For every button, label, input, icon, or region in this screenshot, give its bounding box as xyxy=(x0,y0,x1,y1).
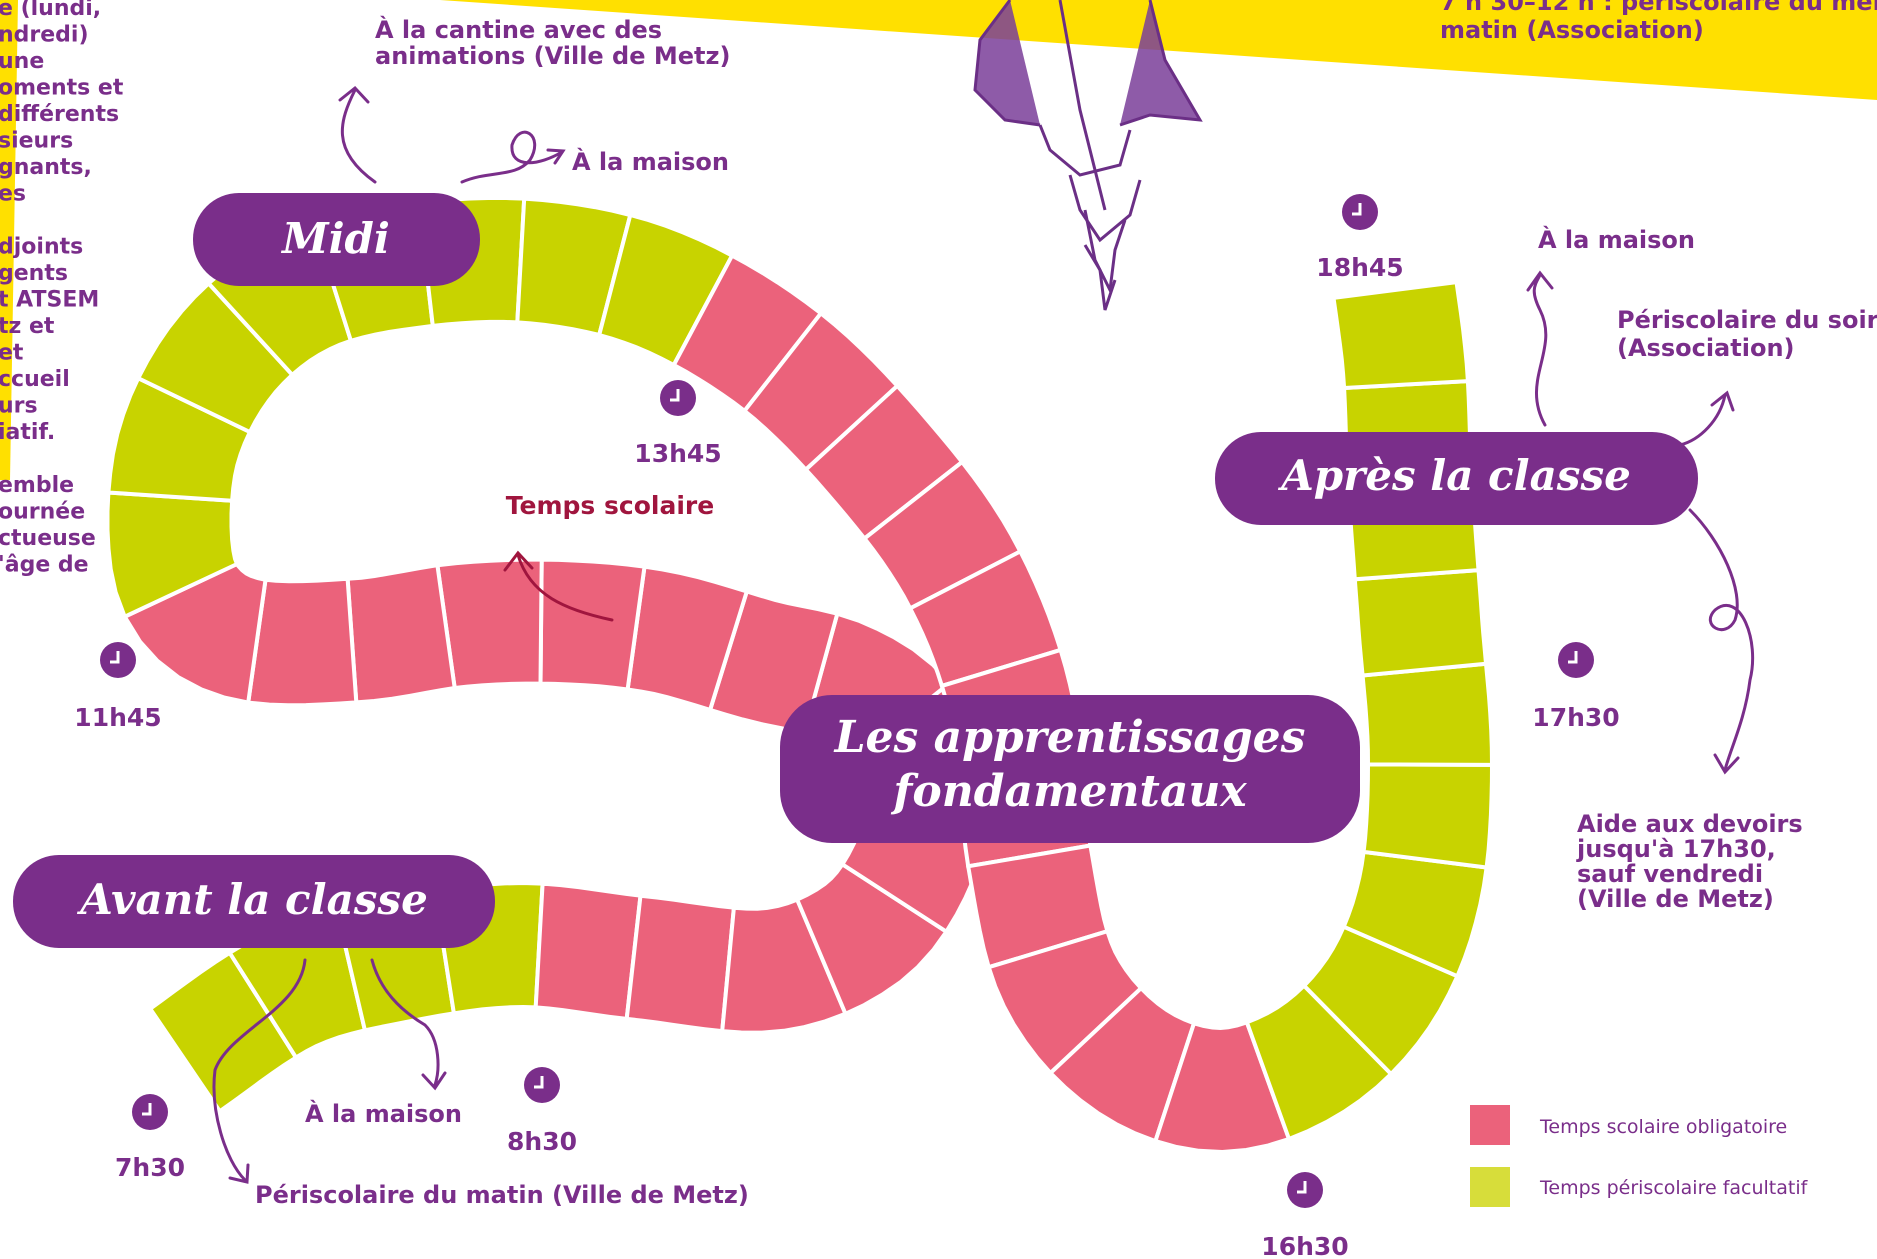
maison-matin-label: À la maison xyxy=(305,1099,462,1128)
track-tile xyxy=(538,557,647,692)
periscolaire-soir-label-1: Périscolaire du soir xyxy=(1617,306,1877,334)
clock-icon xyxy=(1558,642,1594,678)
section-title-midi: Midi xyxy=(280,214,390,263)
time-label: 17h30 xyxy=(1532,703,1619,732)
left-text-line: oments et xyxy=(0,76,124,101)
track-tile xyxy=(1360,661,1495,767)
legend-label-obligatoire: Temps scolaire obligatoire xyxy=(1539,1116,1787,1138)
left-text-line: e (lundi, xyxy=(0,0,101,21)
time-label: 11h45 xyxy=(74,703,161,732)
clock-icon xyxy=(132,1094,168,1130)
left-text-line: gents xyxy=(0,261,68,286)
legend: Temps scolaire obligatoire Temps périsco… xyxy=(1470,1105,1809,1207)
curly-arrow-icon xyxy=(1688,508,1755,775)
game-board-track xyxy=(105,196,1495,1155)
left-text-line: ournée xyxy=(0,500,85,525)
pill-avant: Avant la classe xyxy=(13,855,495,948)
time-label: 8h30 xyxy=(507,1127,577,1156)
maison-soir-label: À la maison xyxy=(1538,225,1695,254)
curly-arrow-icon xyxy=(370,958,447,1091)
left-text-line: tz et xyxy=(0,314,55,339)
clock-group: 11h45 13h45 18h45 17h30 7h30 8h30 16h30 xyxy=(74,194,1620,1259)
track-tile xyxy=(1352,567,1489,678)
legend-label-facultatif: Temps périscolaire facultatif xyxy=(1539,1177,1809,1199)
left-text-line: ndredi) xyxy=(0,23,89,48)
curly-arrow-icon xyxy=(1526,270,1554,427)
section-title-avant: Avant la classe xyxy=(76,875,428,924)
mercredi-text-line1: 7 h 30–12 h : périscolaire du mercredi xyxy=(1440,0,1877,16)
periscolaire-soir-label-2: (Association) xyxy=(1617,334,1795,362)
aide-devoirs-label-4: (Ville de Metz) xyxy=(1577,885,1774,913)
pill-apprentissages: Les apprentissages fondamentaux xyxy=(780,695,1360,843)
legend-swatch-facultatif xyxy=(1470,1167,1510,1207)
left-text-line: 'âge de xyxy=(0,553,89,578)
section-title-apprentissages-1: Les apprentissages xyxy=(833,712,1306,763)
track-tile xyxy=(1361,762,1495,870)
track-tile xyxy=(533,881,643,1022)
clock-icon xyxy=(100,642,136,678)
clock-icon xyxy=(524,1067,560,1103)
left-text-line: ctueuse xyxy=(0,526,96,551)
clock-icon xyxy=(660,380,696,416)
time-label: 13h45 xyxy=(634,439,721,468)
clock-icon xyxy=(1287,1172,1323,1208)
pill-midi: Midi xyxy=(193,193,480,286)
left-text-line: djoints xyxy=(0,235,83,260)
mercredi-text-line2: matin (Association) xyxy=(1440,16,1704,44)
left-text-line: urs xyxy=(0,394,38,419)
left-text-line: différents xyxy=(0,102,119,127)
time-label: 7h30 xyxy=(115,1153,185,1182)
cantine-label-2: animations (Ville de Metz) xyxy=(375,42,730,70)
curly-arrow-icon xyxy=(1678,390,1735,447)
curly-arrow-icon xyxy=(503,550,614,622)
arrows xyxy=(212,85,1755,1184)
curly-arrow-icon xyxy=(212,958,307,1184)
section-title-apprentissages-2: fondamentaux xyxy=(890,766,1247,817)
left-text-line: es xyxy=(0,182,26,207)
left-text-line: t ATSEM xyxy=(0,288,99,313)
left-text-line: et xyxy=(0,341,24,366)
left-text-line: gnants, xyxy=(0,155,92,180)
aide-devoirs-label-3: sauf vendredi xyxy=(1577,860,1763,888)
aide-devoirs-label-2: jusqu'à 17h30, xyxy=(1576,835,1776,863)
maison-midi-label: À la maison xyxy=(572,147,729,176)
track-tile xyxy=(624,893,737,1034)
time-label: 16h30 xyxy=(1261,1232,1348,1259)
time-label: 18h45 xyxy=(1316,253,1403,282)
left-text-line: une xyxy=(0,49,44,74)
legend-swatch-obligatoire xyxy=(1470,1105,1510,1145)
left-text-line: iatif. xyxy=(0,420,55,445)
curly-arrow-icon xyxy=(338,85,377,184)
pill-apres: Après la classe xyxy=(1215,432,1698,525)
clock-icon xyxy=(1342,194,1378,230)
periscolaire-matin-label: Périscolaire du matin (Ville de Metz) xyxy=(255,1181,749,1209)
left-text-line: ccueil xyxy=(0,367,70,392)
track-tile xyxy=(1331,279,1471,391)
left-text-line: sieurs xyxy=(0,129,73,154)
cantine-label-1: À la cantine avec des xyxy=(375,15,662,44)
track-tile xyxy=(345,562,457,705)
aide-devoirs-label-1: Aide aux devoirs xyxy=(1577,810,1803,838)
yellow-left-strip xyxy=(0,0,18,480)
left-text-line: emble xyxy=(0,473,74,498)
curly-arrow-icon xyxy=(460,130,566,184)
temps-scolaire-label: Temps scolaire xyxy=(506,491,714,520)
section-title-apres: Après la classe xyxy=(1277,451,1631,500)
rocket-drawing xyxy=(973,0,1203,311)
